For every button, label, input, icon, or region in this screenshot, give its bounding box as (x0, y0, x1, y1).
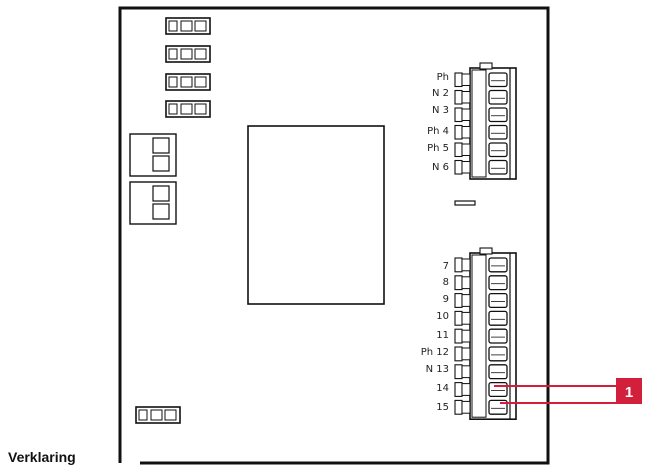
terminal-screw (488, 364, 508, 380)
terminal-labels-bottom: 7 8 9 10 11 Ph 12 N 13 14 15 (421, 261, 449, 413)
callout-lines (494, 385, 616, 404)
terminal-screw (488, 310, 508, 326)
terminal-label: 7 (443, 261, 449, 272)
jumper-connector-2 (165, 45, 211, 63)
terminal-pin (461, 108, 471, 121)
terminal-label: 8 (443, 277, 449, 288)
terminal-pin (454, 89, 463, 105)
terminal-pin (454, 72, 463, 88)
terminal-screw (488, 159, 508, 175)
terminal-screw (488, 257, 508, 273)
terminal-pin (461, 383, 471, 396)
terminal-pin (461, 311, 471, 325)
terminal-screw (488, 124, 508, 140)
small-component (454, 200, 476, 206)
terminal-label: 14 (436, 383, 449, 394)
terminal-pin (454, 142, 463, 158)
terminal-label: N 13 (426, 364, 449, 375)
terminal-pin (454, 293, 463, 308)
terminal-screw (488, 292, 508, 309)
callout-number: 1 (625, 384, 633, 401)
terminal-label: N 6 (432, 162, 449, 173)
terminal-pin (454, 399, 463, 415)
terminal-screw (488, 89, 508, 105)
terminal-pin (461, 365, 471, 379)
terminal-rail (471, 69, 487, 178)
terminal-block-top (454, 62, 517, 180)
terminal-labels-top: Ph N 2 N 3 Ph 4 Ph 5 N 6 (427, 72, 449, 173)
terminal-pin (461, 400, 471, 414)
terminal-screw (488, 346, 508, 362)
legend-title: Verklaring (8, 449, 76, 465)
terminal-screw (488, 275, 508, 291)
terminal-pin (454, 107, 463, 123)
terminal-pin (461, 91, 471, 104)
terminal-label: Ph 4 (427, 126, 449, 137)
jumper-connector-3 (165, 73, 211, 91)
terminal-pin (461, 143, 471, 156)
terminal-rail (471, 254, 487, 418)
callout-marker (616, 378, 642, 404)
terminal-pin (454, 124, 463, 140)
jumper-connector-4 (165, 100, 211, 118)
terminal-label: 9 (443, 294, 449, 305)
terminal-pin (461, 347, 471, 361)
terminal-label: N 2 (432, 88, 449, 99)
terminal-block-bottom (454, 247, 517, 420)
terminal-label: Ph (437, 72, 449, 83)
terminal-pin (454, 310, 463, 326)
board-outline (118, 6, 550, 465)
terminal-label: 15 (436, 402, 449, 413)
jumper-connector-5 (135, 406, 181, 424)
terminal-pin (454, 346, 463, 362)
terminal-pin (461, 73, 471, 86)
terminal-label: N 3 (432, 105, 449, 116)
terminal-pin (461, 161, 471, 174)
terminal-label: Ph 5 (427, 143, 449, 154)
terminal-pin (461, 126, 471, 139)
terminal-screw (488, 142, 508, 158)
terminal-pin (454, 159, 463, 175)
terminal-screw (488, 328, 508, 344)
terminal-pin (454, 257, 463, 273)
terminal-pin (461, 258, 471, 272)
terminal-pin (461, 276, 471, 290)
terminal-label: 11 (436, 330, 449, 341)
central-module (247, 125, 385, 305)
terminal-pin (454, 364, 463, 380)
terminal-screw (488, 381, 508, 398)
jumper-connector-1 (165, 17, 211, 35)
terminal-screw (488, 72, 508, 88)
left-connector-1 (129, 133, 177, 177)
terminal-pin (454, 382, 463, 397)
terminal-label: Ph 12 (421, 347, 449, 358)
terminal-screw (488, 107, 508, 123)
terminal-pin (461, 329, 471, 343)
terminal-pin (454, 328, 463, 344)
terminal-pin (461, 294, 471, 307)
terminal-pin (454, 275, 463, 291)
left-connector-2 (129, 181, 177, 225)
terminal-label: 10 (436, 311, 449, 322)
